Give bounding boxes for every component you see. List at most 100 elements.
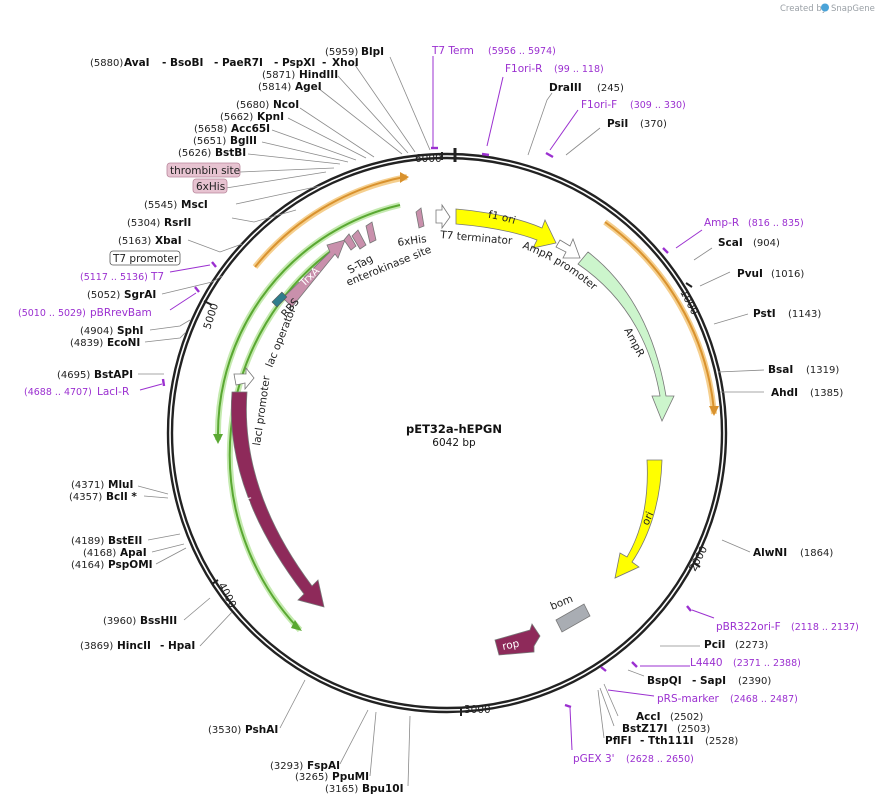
enzyme-pcii[interactable]: PciI xyxy=(704,639,725,651)
svg-text:(3960): (3960) xyxy=(103,616,136,627)
orange-arc-right xyxy=(604,221,715,411)
ampr-promoter-arrow[interactable] xyxy=(555,237,581,259)
primer-pbr322ori-f[interactable]: pBR322ori-F xyxy=(716,621,781,633)
enzyme-bpu10i[interactable]: Bpu10I xyxy=(362,783,404,795)
t7-promoter-tag-label: T7 promoter xyxy=(112,253,179,265)
primer-f1ori-f[interactable]: F1ori-F xyxy=(581,99,617,111)
svg-text:(245): (245) xyxy=(597,83,624,94)
enzyme-tth111i[interactable]: Tth111I xyxy=(648,735,693,747)
svg-text:-: - xyxy=(640,735,644,747)
enzyme-bsshii[interactable]: BssHII xyxy=(140,615,177,627)
primer-pbrrevbam[interactable]: pBRrevBam xyxy=(90,307,152,319)
enzyme-kpni[interactable]: KpnI xyxy=(257,111,284,123)
enzyme-alwni[interactable]: AlwNI xyxy=(753,547,787,559)
rbs-feature[interactable] xyxy=(271,291,288,308)
enzyme-pspxi[interactable]: PspXI xyxy=(282,57,315,69)
svg-text:(4371): (4371) xyxy=(71,480,104,491)
svg-text:(5651): (5651) xyxy=(193,136,226,147)
svg-text:(2390): (2390) xyxy=(738,676,771,687)
tick-marks xyxy=(203,152,701,716)
primer-leader-lines xyxy=(139,56,715,751)
svg-text:(4168): (4168) xyxy=(83,548,116,559)
svg-text:(2503): (2503) xyxy=(677,724,710,735)
enzyme-bstbi[interactable]: BstBI xyxy=(215,147,246,159)
rop-arrow[interactable] xyxy=(494,623,541,656)
ori-arrow[interactable] xyxy=(614,459,663,579)
enzyme-pshai[interactable]: PshAI xyxy=(245,724,278,736)
enzyme-scai[interactable]: ScaI xyxy=(718,237,743,249)
enzyme-acc65i[interactable]: Acc65I xyxy=(231,123,270,135)
enzyme-pflfi[interactable]: PflFI xyxy=(605,735,632,747)
s-tag-feature[interactable] xyxy=(343,233,357,251)
enzyme-blpi[interactable]: BlpI xyxy=(361,46,384,58)
enzyme-xhoi[interactable]: XhoI xyxy=(332,57,359,69)
enzyme-bsai[interactable]: BsaI xyxy=(768,364,793,376)
enzyme-bstz17i[interactable]: BstZ17I xyxy=(622,723,667,735)
enzyme-bsteii[interactable]: BstEII xyxy=(108,535,142,547)
enzyme-rsrii[interactable]: RsrII xyxy=(164,217,191,229)
enzyme-msci[interactable]: MscI xyxy=(181,199,208,211)
primer-prs-marker[interactable]: pRS-marker xyxy=(657,693,720,705)
plasmid-length: 6042 bp xyxy=(432,437,476,449)
enzyme-agei[interactable]: AgeI xyxy=(295,81,322,93)
enzyme-pspomi[interactable]: PspOMI xyxy=(108,559,153,571)
enzyme-avai[interactable]: AvaI xyxy=(124,57,150,69)
laci-arrow[interactable] xyxy=(230,391,325,608)
primer-t7[interactable]: T7 xyxy=(150,271,164,283)
enzyme-ncoi[interactable]: NcoI xyxy=(273,99,299,111)
enzyme-hpai[interactable]: HpaI xyxy=(168,640,195,652)
tick-label-3000: 3000 xyxy=(464,704,491,716)
enzyme-bcli[interactable]: BclI * xyxy=(106,491,137,503)
primer-amp-r[interactable]: Amp-R xyxy=(704,217,739,229)
enzyme-xbai[interactable]: XbaI xyxy=(155,235,182,247)
enzyme-paer7i[interactable]: PaeR7I xyxy=(222,57,263,69)
laci-promoter-arrow[interactable] xyxy=(233,366,255,391)
enzyme-econi[interactable]: EcoNI xyxy=(107,337,140,349)
svg-text:(4189): (4189) xyxy=(71,536,104,547)
enzyme-mlui[interactable]: MluI xyxy=(108,479,133,491)
enzyme-sphi[interactable]: SphI xyxy=(117,325,143,337)
enzyme-fspai[interactable]: FspAI xyxy=(307,760,340,772)
svg-text:(5117 .. 5136): (5117 .. 5136) xyxy=(80,272,148,283)
t7-terminator-arrow[interactable] xyxy=(435,203,451,230)
t7-promoter-tag[interactable] xyxy=(109,250,181,266)
enzyme-acci[interactable]: AccI xyxy=(636,711,660,723)
thrombin-site-tag[interactable] xyxy=(166,162,241,178)
thrombin-site-feature[interactable] xyxy=(351,229,367,250)
enzyme-bsobi[interactable]: BsoBI xyxy=(170,57,203,69)
enzyme-labels-right: DraIII(245) PsiI(370) ScaI(904) PvuI(101… xyxy=(549,82,843,747)
enzyme-ppumi[interactable]: PpuMI xyxy=(332,771,369,783)
enzyme-psii[interactable]: PsiI xyxy=(607,118,628,130)
enterokinase-feature[interactable] xyxy=(365,221,377,244)
trxa-arrow[interactable] xyxy=(282,239,346,308)
enzyme-pvui[interactable]: PvuI xyxy=(737,268,763,280)
primer-l4440[interactable]: L4440 xyxy=(690,657,723,669)
bom-feature[interactable] xyxy=(555,603,591,633)
primer-f1ori-r[interactable]: F1ori-R xyxy=(505,63,542,75)
primer-t7-term[interactable]: T7 Term xyxy=(431,45,474,57)
enzyme-sapi[interactable]: SapI xyxy=(700,675,726,687)
enzyme-bglii[interactable]: BglII xyxy=(230,135,257,147)
enzyme-hincii[interactable]: HincII xyxy=(117,640,151,652)
primer-laci-r[interactable]: LacI-R xyxy=(97,386,129,398)
svg-text:-: - xyxy=(214,57,218,69)
svg-text:(5163): (5163) xyxy=(118,236,151,247)
ampr-arrow[interactable] xyxy=(577,251,675,422)
enzyme-psti[interactable]: PstI xyxy=(753,308,776,320)
enzyme-hindiii[interactable]: HindIII xyxy=(299,69,338,81)
enzyme-bspqi[interactable]: BspQI xyxy=(647,675,682,687)
svg-text:(2628 .. 2650): (2628 .. 2650) xyxy=(626,754,694,765)
svg-text:(5304): (5304) xyxy=(127,218,160,229)
enzyme-draiii[interactable]: DraIII xyxy=(549,82,582,94)
6xhis-tag[interactable] xyxy=(192,178,228,194)
snapgene-logo-icon xyxy=(821,3,829,12)
enzyme-sgrai[interactable]: SgrAI xyxy=(124,289,156,301)
enzyme-apai[interactable]: ApaI xyxy=(120,547,147,559)
6xhis-feature[interactable] xyxy=(415,207,425,229)
enzyme-ahdi[interactable]: AhdI xyxy=(771,387,798,399)
f1-ori-arrow[interactable] xyxy=(455,208,557,249)
primer-pgex-3[interactable]: pGEX 3' xyxy=(573,753,615,765)
enzyme-bstapi[interactable]: BstAPI xyxy=(94,369,133,381)
svg-text:(5814): (5814) xyxy=(258,82,291,93)
green-arc-inner-arrowhead xyxy=(213,434,223,444)
